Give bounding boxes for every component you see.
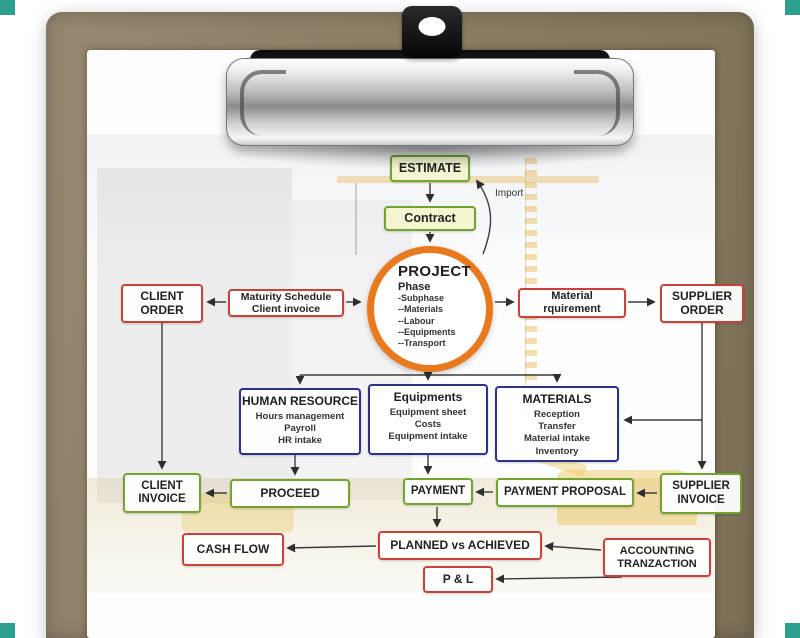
photo-crane-cable: [355, 183, 357, 255]
project-title: PROJECT: [398, 263, 471, 280]
project-subtitle: Phase: [398, 281, 431, 293]
materials-body: Reception Transfer Material intake Inven…: [524, 408, 590, 457]
cash-flow-box: CASH FLOW: [182, 533, 284, 566]
contract-box: Contract: [384, 206, 476, 231]
supplier-invoice-box: SUPPLIER INVOICE: [660, 473, 742, 514]
transparency-corner-mark: [785, 623, 800, 638]
human-resource-body: Hours management Payroll HR intake: [255, 410, 345, 447]
human-resource-box: HUMAN RESOURCE Hours management Payroll …: [239, 388, 361, 455]
human-resource-title: HUMAN RESOURCE: [241, 394, 358, 408]
planned-vs-achieved-box: PLANNED vs ACHIEVED: [378, 531, 542, 560]
equipments-title: Equipments: [393, 390, 463, 404]
project-items: -Subphase --Materials --Labour --Equipme…: [398, 293, 456, 348]
photo-crane-tower: [525, 158, 537, 413]
import-label: Import: [495, 188, 524, 199]
payment-box: PAYMENT: [403, 478, 473, 505]
accounting-tranzaction-box: ACCOUNTING TRANZACTION: [603, 538, 711, 577]
payment-proposal-box: PAYMENT PROPOSAL: [496, 478, 634, 507]
estimate-box: ESTIMATE: [390, 155, 470, 182]
clip-wire-right: [574, 70, 620, 136]
equipments-body: Equipment sheet Costs Equipment intake: [388, 406, 468, 443]
materials-box: MATERIALS Reception Transfer Material in…: [495, 386, 619, 462]
p-and-l-box: P & L: [423, 566, 493, 593]
client-invoice-box: CLIENT INVOICE: [123, 473, 201, 513]
material-requirement-box: Material rquirement: [518, 288, 626, 318]
proceed-box: PROCEED: [230, 479, 350, 508]
equipments-box: Equipments Equipment sheet Costs Equipme…: [368, 384, 488, 455]
clip-wire-left: [240, 70, 286, 136]
project-circle: PROJECT Phase -Subphase --Materials --La…: [367, 246, 493, 372]
supplier-order-box: SUPPLIER ORDER: [660, 284, 744, 323]
hanger-hole: [418, 17, 446, 36]
transparency-corner-mark: [785, 0, 800, 15]
clipboard-hanger: [402, 6, 462, 58]
transparency-corner-mark: [0, 0, 15, 15]
client-order-box: CLIENT ORDER: [121, 284, 203, 323]
clipboard-clip: [226, 58, 634, 146]
transparency-corner-mark: [0, 623, 15, 638]
materials-title: MATERIALS: [522, 392, 592, 406]
maturity-schedule-box: Maturity Schedule Client invoice: [228, 289, 344, 317]
